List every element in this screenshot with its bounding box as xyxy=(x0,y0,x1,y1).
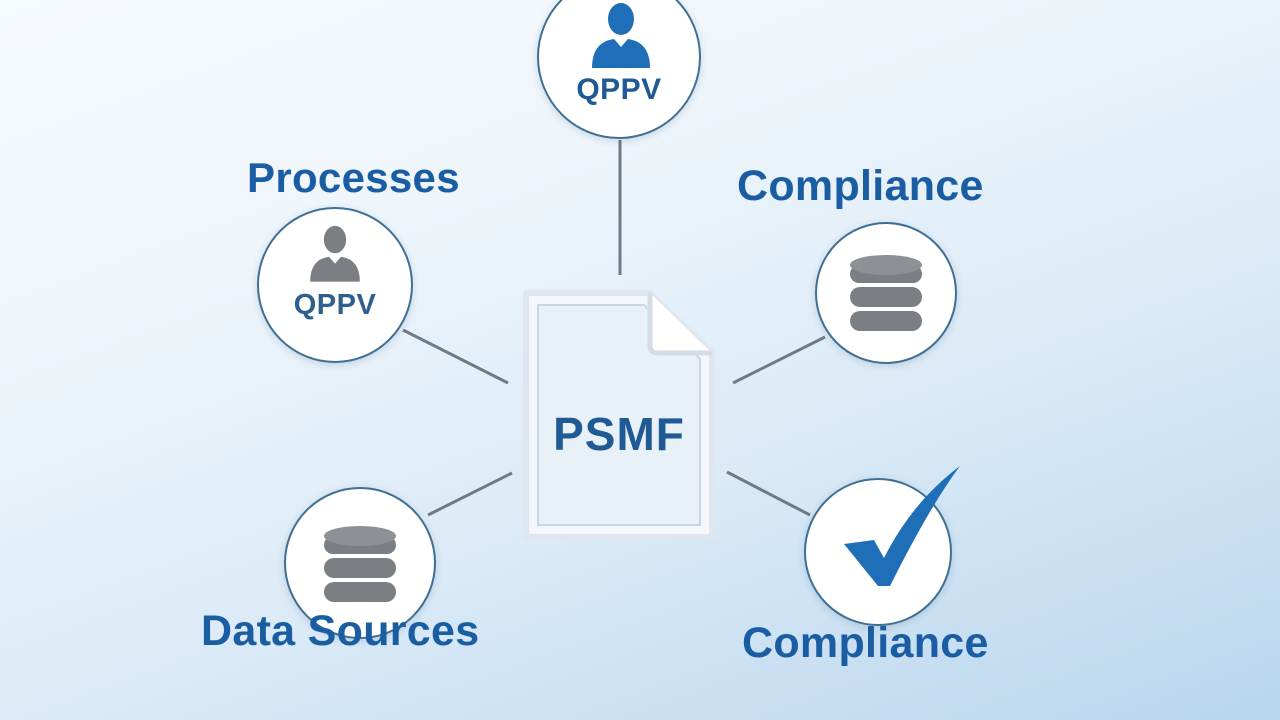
node-upper-left-qppv: QPPV xyxy=(257,207,413,363)
heading-compliance-lower: Compliance xyxy=(742,619,989,667)
checkmark-icon xyxy=(844,466,960,586)
heading-processes: Processes xyxy=(247,154,460,201)
node-upper-right-database xyxy=(815,222,957,364)
heading-data-sources: Data Sources xyxy=(201,607,480,655)
connector-upper-left xyxy=(402,328,509,385)
node-upper-left-label: QPPV xyxy=(293,289,377,321)
person-icon xyxy=(310,225,360,282)
database-icon xyxy=(850,255,922,331)
connector-lower-right xyxy=(726,470,811,517)
connector-lower-left xyxy=(427,471,513,517)
psmf-document: PSMF xyxy=(520,287,718,543)
person-icon xyxy=(592,3,650,68)
node-top-qppv: QPPV xyxy=(537,0,701,139)
node-top-label: QPPV xyxy=(576,73,662,106)
heading-compliance-upper: Compliance xyxy=(737,162,984,210)
document-icon xyxy=(523,290,715,540)
connector-upper-right xyxy=(732,335,826,385)
database-icon xyxy=(324,526,396,602)
psmf-label: PSMF xyxy=(553,408,685,460)
node-lower-left-database xyxy=(284,487,436,639)
